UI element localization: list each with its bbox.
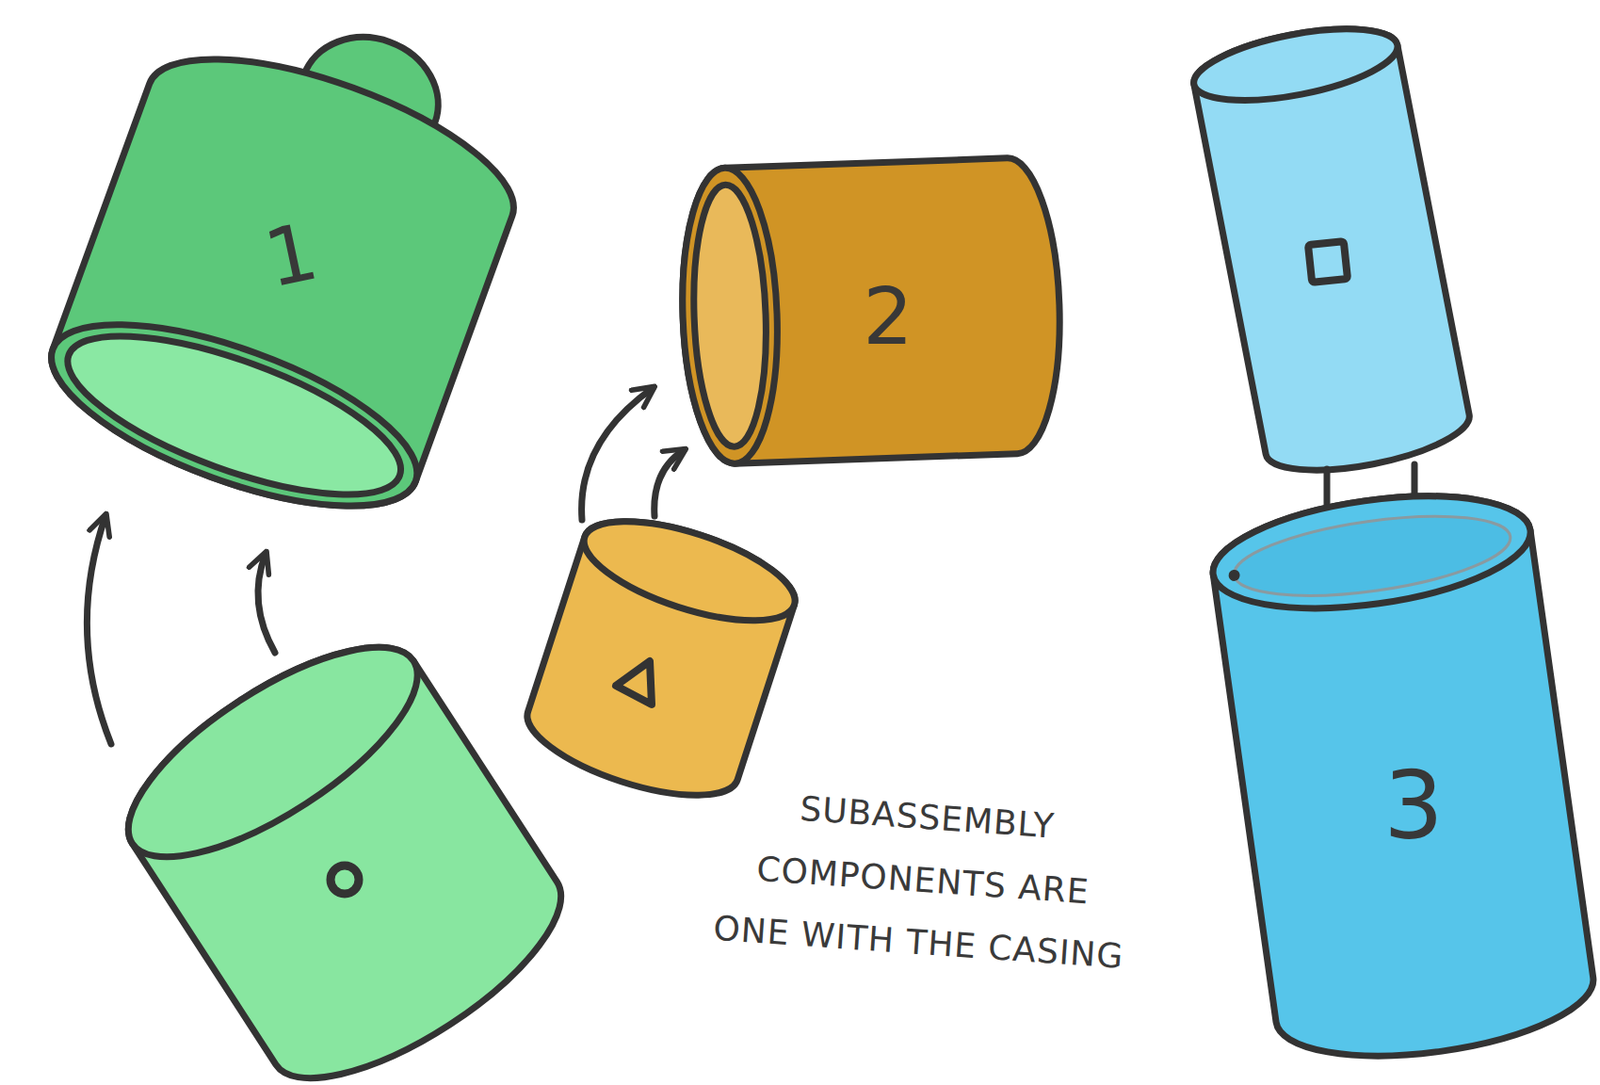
casing-body (1206, 478, 1600, 1074)
handwritten-note: SUBASSEMBLY COMPONENTS ARE ONE WITH THE … (710, 772, 1137, 989)
casing-body (30, 21, 535, 544)
casing-shape (678, 156, 1066, 466)
casing-inner (1228, 501, 1515, 610)
casing-part: 2 (659, 141, 1074, 490)
casing-shape (1206, 478, 1600, 1074)
casing-part: 1 (18, 0, 566, 528)
part-number: 2 (862, 276, 913, 356)
blue-insert (1188, 15, 1475, 484)
circle-symbol (330, 865, 359, 894)
casing-shape (30, 0, 554, 544)
casing-opening (30, 287, 438, 544)
casing-part: 3 (1224, 489, 1592, 1065)
casing-inner (689, 183, 771, 448)
casing-body (678, 156, 1066, 466)
casing-opening (1206, 478, 1538, 626)
triangle-symbol (615, 661, 652, 705)
orange-insert (516, 501, 807, 816)
slit-dot (1228, 568, 1242, 582)
square-symbol (1308, 241, 1348, 283)
part-number: 3 (1383, 759, 1444, 854)
green-insert (98, 609, 591, 1085)
casing-inner (49, 303, 419, 527)
casing-opening (678, 166, 783, 466)
